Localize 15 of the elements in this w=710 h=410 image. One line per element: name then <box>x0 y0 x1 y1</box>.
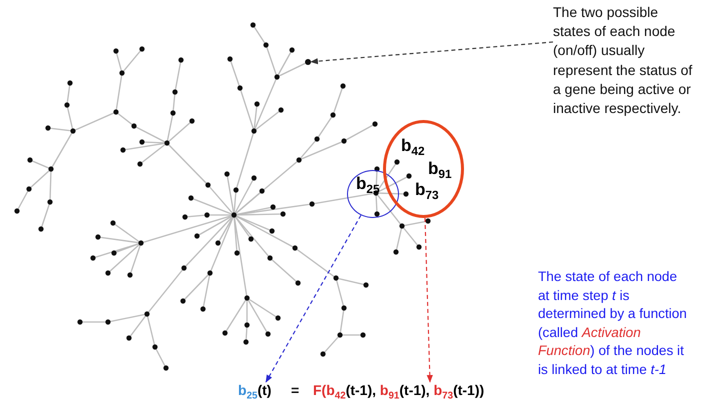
highlight-ellipse <box>383 120 464 218</box>
highlight-circle <box>347 170 399 218</box>
arrow <box>266 214 362 383</box>
node-label: b$_{25}$ <box>356 175 380 192</box>
node-label: b$_{91}$ <box>428 160 452 177</box>
arrow <box>424 218 433 383</box>
formula-text: F(b$_{42}$(t-1), b$_{91}$(t-1), b$_{73}$(t-1)) <box>313 382 525 402</box>
formula-text: b$_{25}$(t) <box>238 382 290 402</box>
description-text: The state of each node at time step t is determined by a function (called Activation Function) of the nodes it is linked to at time t-1 <box>538 268 688 379</box>
node-label: b$_{42}$ <box>401 137 425 154</box>
node-label: b$_{73}$ <box>415 181 439 198</box>
network-node-dot <box>305 59 311 65</box>
leader-line <box>310 41 554 64</box>
annotation-text: The two possible states of each node (on/off) usually represent the status of a gene being active or inactive respectively. <box>553 3 693 149</box>
equals-sign: = <box>291 382 300 398</box>
